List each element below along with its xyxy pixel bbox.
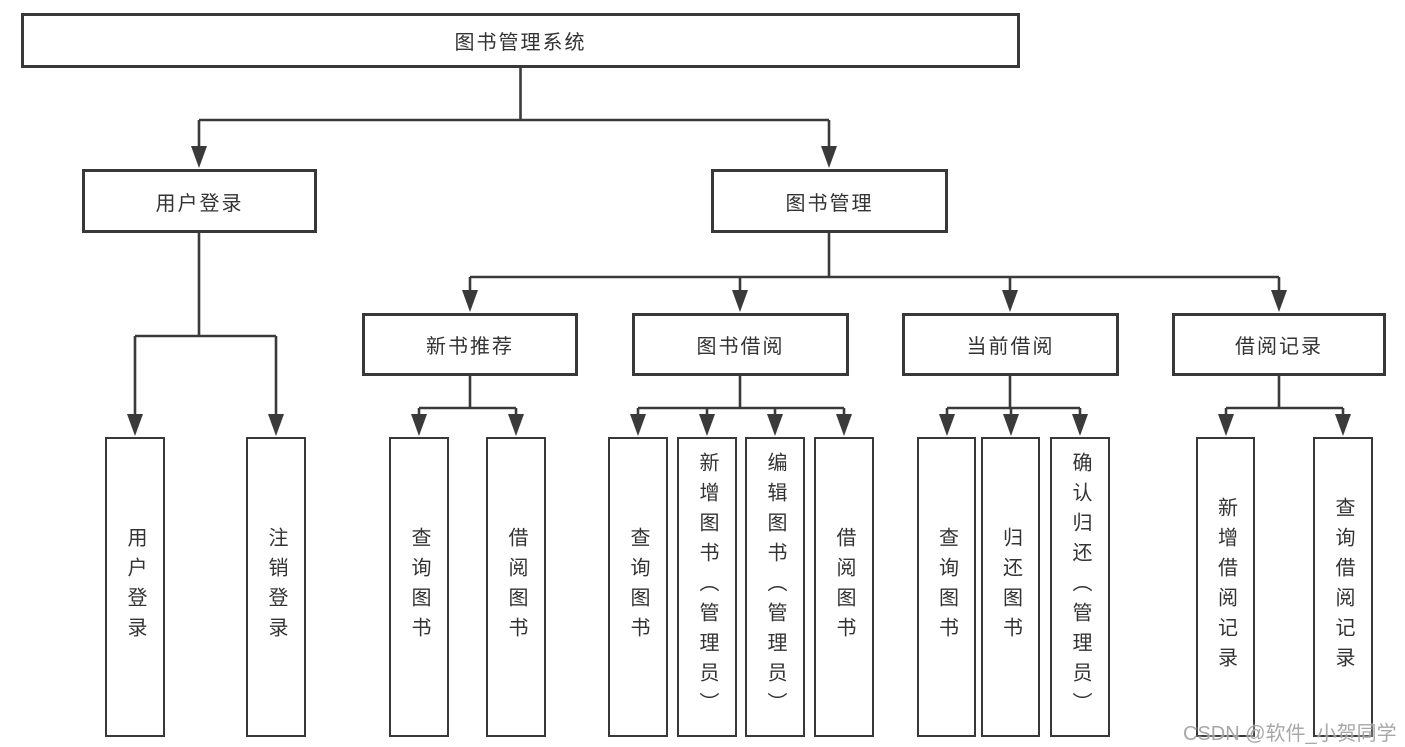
edge-root-to-level2 (191, 68, 837, 168)
node-new-book-recommend: 新书推荐 (362, 313, 578, 376)
leaf-query-borrow-record-label: 查询借阅记录 (1332, 497, 1354, 677)
node-root-system: 图书管理系统 (21, 13, 1020, 68)
leaf-confirm-return-admin-label: 确认归还（管理员） (1069, 452, 1091, 722)
node-book-borrowing: 图书借阅 (632, 313, 849, 376)
edge-borrow-record-to-leaves (1218, 376, 1351, 436)
leaf-add-books-admin: 新增图书（管理员） (677, 437, 737, 737)
leaf-borrow-books: 借阅图书 (814, 437, 874, 737)
leaf-query-books-current-label: 查询图书 (935, 527, 958, 647)
leaf-logout: 注销登录 (246, 437, 306, 737)
leaf-logout-label: 注销登录 (265, 527, 287, 647)
leaf-borrow-books-recommend-label: 借阅图书 (505, 527, 527, 647)
edge-current-borrow-to-leaves (939, 376, 1088, 436)
node-book-management-label: 图书管理 (785, 192, 874, 215)
leaf-query-borrow-record: 查询借阅记录 (1313, 437, 1373, 737)
node-borrowing-records-label: 借阅记录 (1235, 336, 1323, 358)
node-new-book-recommend-label: 新书推荐 (426, 336, 514, 358)
leaf-edit-books-admin-label: 编辑图书（管理员） (764, 452, 786, 722)
edge-user-login-to-leaves (127, 233, 284, 436)
leaf-query-books-borrowing: 查询图书 (608, 437, 668, 737)
leaf-query-books-recommend: 查询图书 (389, 437, 449, 737)
leaf-user-login-label: 用户登录 (124, 527, 146, 647)
node-book-management: 图书管理 (711, 169, 948, 233)
csdn-watermark: CSDN @软件_小贺同学 (1183, 723, 1397, 745)
node-user-login-label: 用户登录 (155, 192, 244, 215)
edge-book-borrow-to-leaves (630, 376, 852, 436)
leaf-query-books-current: 查询图书 (917, 437, 976, 737)
leaf-add-borrow-record: 新增借阅记录 (1196, 437, 1255, 737)
leaf-edit-books-admin: 编辑图书（管理员） (745, 437, 805, 737)
leaf-return-books-label: 归还图书 (999, 527, 1022, 647)
leaf-add-books-admin-label: 新增图书（管理员） (696, 452, 718, 722)
leaf-confirm-return-admin: 确认归还（管理员） (1050, 437, 1110, 737)
leaf-borrow-books-recommend: 借阅图书 (486, 437, 546, 737)
node-user-login: 用户登录 (82, 169, 317, 233)
leaf-query-books-borrowing-label: 查询图书 (627, 527, 649, 647)
leaf-add-borrow-record-label: 新增借阅记录 (1214, 497, 1237, 677)
leaf-query-books-recommend-label: 查询图书 (408, 527, 430, 647)
node-borrowing-records: 借阅记录 (1172, 313, 1386, 376)
edge-new-book-to-leaves (411, 376, 524, 436)
node-book-borrowing-label: 图书借阅 (696, 336, 785, 358)
node-current-borrowing: 当前借阅 (902, 313, 1119, 376)
leaf-user-login: 用户登录 (105, 437, 165, 737)
leaf-borrow-books-label: 借阅图书 (833, 527, 855, 647)
leaf-return-books: 归还图书 (981, 437, 1040, 737)
node-root-label: 图书管理系统 (454, 32, 587, 54)
edge-book-mgmt-to-level3 (462, 233, 1287, 312)
node-current-borrowing-label: 当前借阅 (966, 336, 1055, 358)
